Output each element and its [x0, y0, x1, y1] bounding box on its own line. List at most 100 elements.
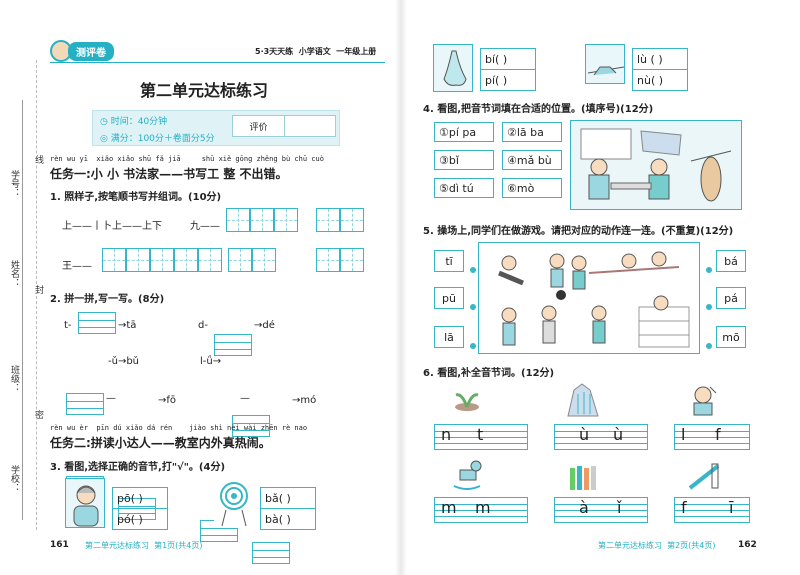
q2-dash-2: —: [240, 393, 250, 404]
q1-example: 上——丨卜上——上下: [62, 221, 162, 232]
q3-opt-ba1[interactable]: bǎ( ): [260, 487, 316, 509]
nose-picture: [433, 44, 473, 92]
q5-dot-right-3: [706, 334, 712, 353]
label-xingming: 姓名：: [9, 260, 19, 287]
q2-blank-4[interactable]: [232, 415, 270, 437]
q5-left-ti[interactable]: tī: [434, 250, 464, 272]
eval-field[interactable]: [285, 116, 335, 136]
header-series: 5·3天天练 小学语文 一年级上册: [255, 47, 377, 56]
label-banji: 班级：: [9, 365, 19, 392]
q4-item: ④mǎ bù: [502, 150, 562, 170]
q2-t: t-: [64, 320, 72, 331]
tian-cell[interactable]: [316, 248, 340, 272]
q6-letter: à: [579, 498, 589, 517]
time-info: ◷ 时间：40分钟: [100, 114, 167, 127]
q1-grid-jiu: [226, 208, 298, 232]
opt-bi[interactable]: bí( ): [480, 48, 536, 70]
q6-letter: ù: [613, 425, 624, 444]
target-picture: [214, 478, 254, 528]
playground-picture: [478, 242, 700, 354]
q3-title: 3. 看图,选择正确的音节,打"√"。(4分): [50, 462, 226, 473]
road-icon: [587, 66, 625, 76]
name-line: [22, 100, 23, 520]
q6-letter: ǐ: [617, 498, 622, 517]
label-feng: 封: [32, 285, 45, 294]
opt-nu[interactable]: nù( ): [632, 69, 688, 91]
q6-letter: f: [715, 425, 721, 444]
eval-box: 评价: [232, 115, 336, 137]
q6-letter: n: [441, 425, 452, 444]
q6-letter: m: [475, 498, 491, 517]
q5-right-ba[interactable]: bá: [716, 250, 746, 272]
q2-ta: →tā: [118, 320, 137, 331]
tian-cell[interactable]: [102, 248, 126, 272]
deer-picture: [585, 44, 625, 84]
page-fold: [395, 0, 407, 575]
footer-right-page: 162: [738, 540, 757, 550]
tian-cell[interactable]: [198, 248, 222, 272]
tian-cell[interactable]: [250, 208, 274, 232]
q6-line-4[interactable]: m m: [434, 497, 528, 523]
target-icon: [220, 482, 248, 527]
slide-icon: [688, 460, 722, 496]
q2-blank-2[interactable]: [214, 334, 252, 356]
q1-grid-wang-2: [228, 248, 276, 272]
q6-letter: ī: [729, 498, 734, 517]
q6-line-2[interactable]: ù ù: [554, 424, 648, 450]
q1-char-wang: 王——: [62, 261, 92, 272]
q6-line-5[interactable]: à ǐ: [554, 497, 648, 523]
q6-line-3[interactable]: l f: [674, 424, 750, 450]
q3-opt-ba2[interactable]: bà( ): [260, 508, 316, 530]
q5-dot-left-2: [470, 295, 476, 314]
tian-cell[interactable]: [340, 248, 364, 272]
q4-item: ⑤dì tú: [434, 178, 494, 198]
classroom-picture: [570, 120, 742, 210]
score-text: 满分：100分＋卷面分5分: [110, 134, 215, 144]
badge-label: 测评卷: [68, 41, 114, 61]
tian-cell[interactable]: [316, 208, 340, 232]
q2-blank-3[interactable]: [66, 393, 104, 415]
tian-cell[interactable]: [228, 248, 252, 272]
tian-cell[interactable]: [126, 248, 150, 272]
q6-title: 6. 看图,补全音节词。(12分): [423, 368, 555, 379]
q3-opt-po2[interactable]: pó( ): [112, 508, 168, 530]
q5-dot-right-1: [706, 258, 712, 277]
tian-cell[interactable]: [274, 208, 298, 232]
q5-dot-right-2: [706, 295, 712, 314]
task2-text: 任务二:拼读小达人——教室内外真热闹。: [50, 436, 271, 450]
task1-pinyin: rèn wu yī xiǎo xiǎo shū fǎ jiā shū xiě g…: [50, 155, 324, 163]
q5-right-mo[interactable]: mō: [716, 326, 746, 348]
tian-cell[interactable]: [340, 208, 364, 232]
q4-item: ⑥mò: [502, 178, 562, 198]
q2-fo: →fō: [158, 395, 177, 406]
grandma-icon: [73, 485, 99, 527]
grandma-picture: [65, 478, 105, 528]
q2-lu: l-ǘ→: [200, 356, 222, 367]
q5-right-pa[interactable]: pá: [716, 287, 746, 309]
waterfall-icon: [566, 380, 600, 422]
opt-pi[interactable]: pí( ): [480, 69, 536, 91]
q6-letter: m: [441, 498, 457, 517]
tian-cell[interactable]: [150, 248, 174, 272]
tian-cell[interactable]: [226, 208, 250, 232]
tian-cell[interactable]: [252, 248, 276, 272]
classroom-scene-icon: [580, 128, 732, 202]
q6-letter: ù: [579, 425, 590, 444]
q1-title: 1. 照样子,按笔顺书写并组词。(10分): [50, 192, 222, 203]
q6-line-6[interactable]: f ī: [674, 497, 750, 523]
q2-blank-1[interactable]: [78, 312, 116, 334]
task2-pinyin: rèn wu èr pīn dú xiǎo dá rén jiào shì nè…: [50, 424, 308, 432]
q2-blank-6[interactable]: [118, 498, 156, 520]
opt-lu[interactable]: lù ( ): [632, 48, 688, 70]
q5-left-la[interactable]: lā: [434, 326, 464, 348]
q6-letter: t: [477, 425, 484, 444]
q2-dash-1: —: [106, 393, 116, 404]
q6-line-1[interactable]: n t: [434, 424, 528, 450]
q6-letter: l: [681, 425, 686, 444]
tian-cell[interactable]: [174, 248, 198, 272]
q5-left-pu[interactable]: pū: [434, 287, 464, 309]
nose-icon: [443, 50, 467, 86]
q3-opt-po1[interactable]: pō( ): [112, 487, 168, 509]
q2-blank-8[interactable]: [252, 542, 290, 564]
page-title: 第二单元达标练习: [140, 81, 269, 100]
